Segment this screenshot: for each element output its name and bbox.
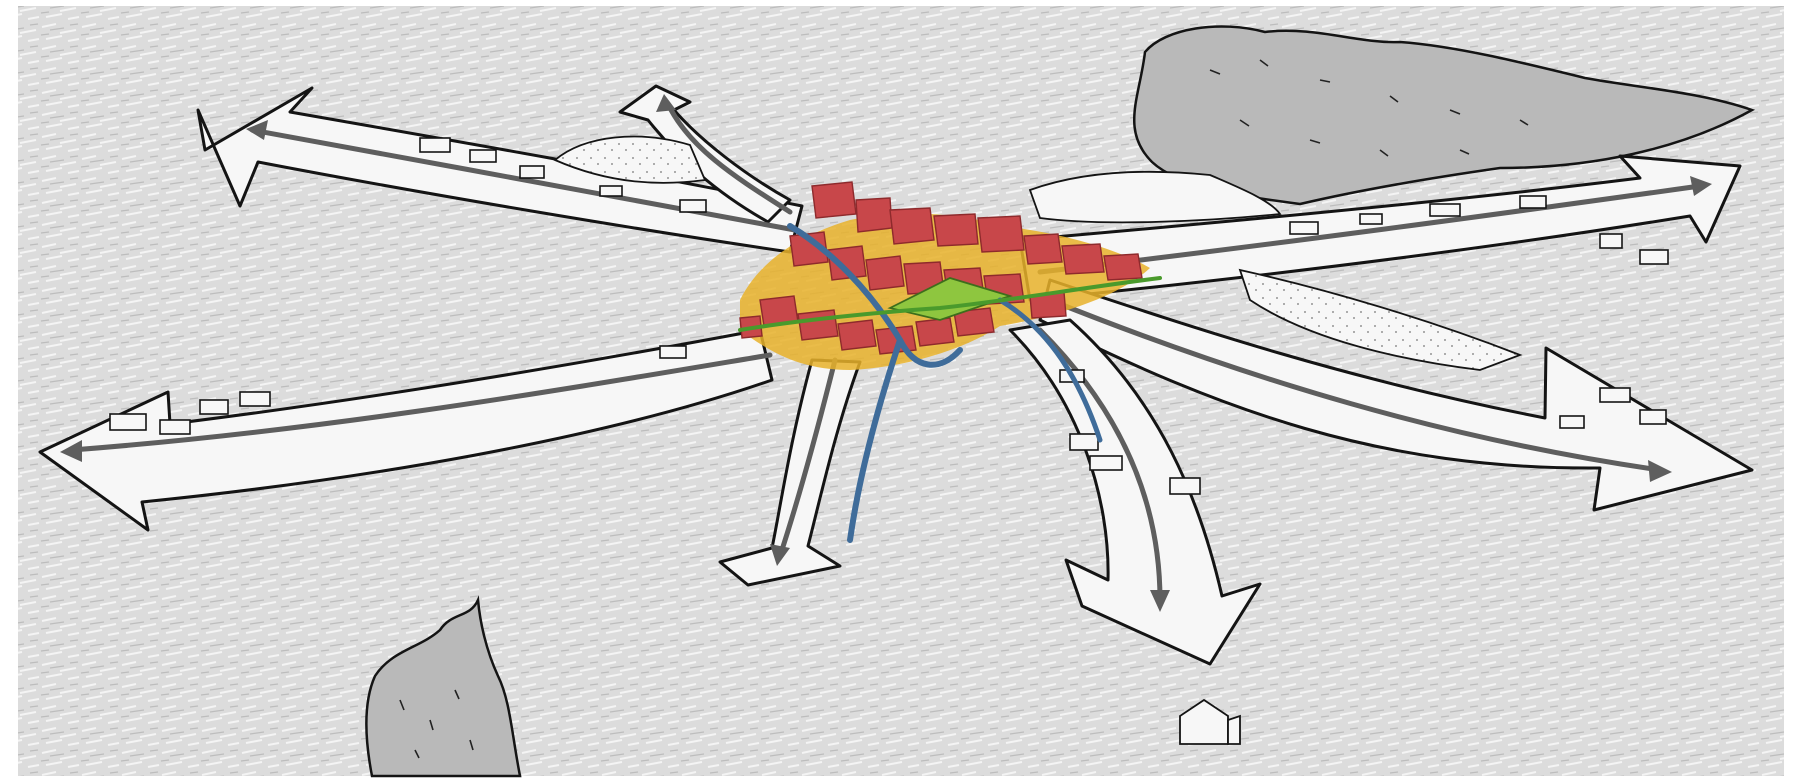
urban-growth-sketch xyxy=(0,0,1801,783)
diagram-canvas xyxy=(0,0,1801,783)
